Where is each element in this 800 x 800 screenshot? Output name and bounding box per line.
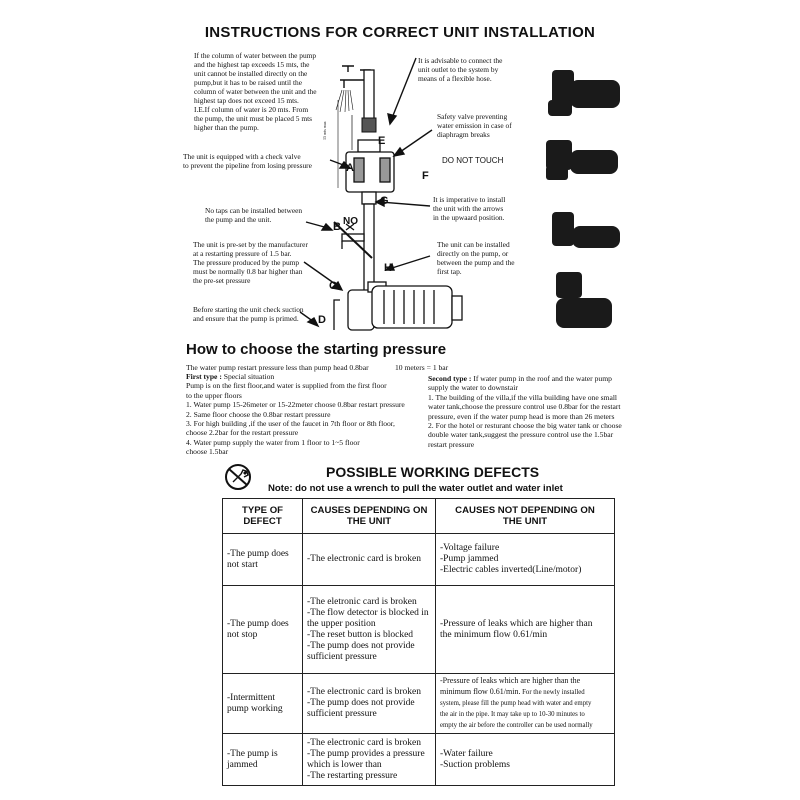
- cause-not-unit: -Water failure -Suction problems: [435, 733, 615, 786]
- defect-type: -The pump does not stop: [222, 585, 303, 674]
- cause-not-unit-extra: For the newly installed system, please f…: [440, 689, 593, 729]
- second-type-label: Second type :: [428, 374, 472, 383]
- pump-photo-1: [548, 70, 620, 116]
- starting-intro: The water pump restart pressure less tha…: [186, 363, 369, 372]
- no-wrench-icon: [225, 464, 251, 490]
- cause-not-unit: -Pressure of leaks which are higher than…: [435, 585, 615, 674]
- note-no-taps: No taps can be installed between the pum…: [205, 206, 303, 224]
- table-row: -The pump does not start -The electronic…: [222, 533, 615, 586]
- column-header: CAUSES NOT DEPENDING ON THE UNIT: [435, 498, 615, 534]
- note-water-column: If the column of water between the pump …: [194, 51, 317, 132]
- note-arrows-upward: It is imperative to install the unit wit…: [433, 195, 506, 222]
- label-e: E: [378, 135, 386, 147]
- cause-unit: -The electronic card is broken: [302, 533, 436, 586]
- note-preset-pressure: The unit is pre-set by the manufacturer …: [193, 240, 308, 285]
- note-safety-valve: Safety valve preventing water emission i…: [437, 112, 512, 139]
- cause-not-unit: -Pressure of leaks which are higher than…: [440, 676, 581, 696]
- label-a: A: [346, 162, 354, 174]
- label-g: G: [380, 195, 389, 207]
- cause-unit: -The eletronic card is broken -The flow …: [302, 585, 436, 674]
- conversion-note: 10 meters = 1 bar: [395, 363, 449, 372]
- first-type-text: Pump is on the first floor,and water is …: [186, 381, 405, 457]
- side-tap-icon: [341, 223, 365, 249]
- pump-icon: [333, 281, 463, 331]
- defects-header-row: TYPE OF DEFECT CAUSES DEPENDING ON THE U…: [222, 498, 615, 534]
- label-d: D: [318, 314, 326, 326]
- note-check-suction: Before starting the unit check suction a…: [193, 305, 304, 323]
- label-dimension: 15 mts max: [322, 121, 327, 140]
- second-type-title: If water pump in the roof and the water …: [428, 374, 612, 393]
- note-install-location: The unit can be installed directly on th…: [437, 240, 515, 276]
- starting-pressure-heading: How to choose the starting pressure: [186, 341, 447, 358]
- note-flexible-hose: It is advisable to connect the unit outl…: [418, 56, 503, 83]
- second-type-text: 1. The building of the villa,if the vill…: [428, 392, 622, 449]
- first-type-label: First type :: [186, 372, 222, 381]
- table-row: -The pump does not stop -The eletronic c…: [222, 585, 615, 674]
- column-header: CAUSES DEPENDING ON THE UNIT: [302, 498, 436, 534]
- note-do-not-touch: DO NOT TOUCH: [442, 156, 504, 165]
- label-f: F: [422, 170, 429, 182]
- pump-photo-4: [556, 272, 612, 328]
- label-b: B: [333, 221, 341, 233]
- defect-type: -Intermittent pump working: [222, 673, 303, 734]
- second-type-block: Second type : If water pump in the roof …: [428, 374, 628, 449]
- defect-type: -The pump does not start: [222, 533, 303, 586]
- label-no: NO: [343, 216, 358, 227]
- note-check-valve: The unit is equipped with a check valve …: [183, 152, 312, 170]
- defects-heading: POSSIBLE WORKING DEFECTS: [326, 464, 540, 480]
- first-type-title: Special situation: [221, 372, 275, 381]
- column-header: TYPE OF DEFECT: [222, 498, 303, 534]
- cause-not-unit: -Voltage failure -Pump jammed -Electric …: [435, 533, 615, 586]
- defect-type: -The pump is jammed: [222, 733, 303, 786]
- first-type-block: First type : Special situation Pump is o…: [186, 372, 426, 457]
- table-row: -Intermittent pump working -The electron…: [222, 673, 615, 734]
- cause-unit: -The electronic card is broken -The pump…: [302, 733, 436, 786]
- pump-photo-2: [546, 140, 618, 180]
- defects-table: TYPE OF DEFECT CAUSES DEPENDING ON THE U…: [222, 498, 615, 786]
- label-h: H: [384, 262, 392, 274]
- pressure-control-unit: [345, 139, 395, 205]
- cause-unit: -The electronic card is broken -The pump…: [302, 673, 436, 734]
- defects-note: Note: do not use a wrench to pull the wa…: [268, 483, 563, 494]
- installation-diagram: [299, 57, 620, 331]
- pump-photo-3: [552, 212, 620, 248]
- label-c: C: [329, 280, 337, 292]
- table-row: -The pump is jammed -The electronic card…: [222, 733, 615, 786]
- page-title: INSTRUCTIONS FOR CORRECT UNIT INSTALLATI…: [204, 24, 596, 41]
- cause-not-unit-cell: -Pressure of leaks which are higher than…: [435, 673, 615, 734]
